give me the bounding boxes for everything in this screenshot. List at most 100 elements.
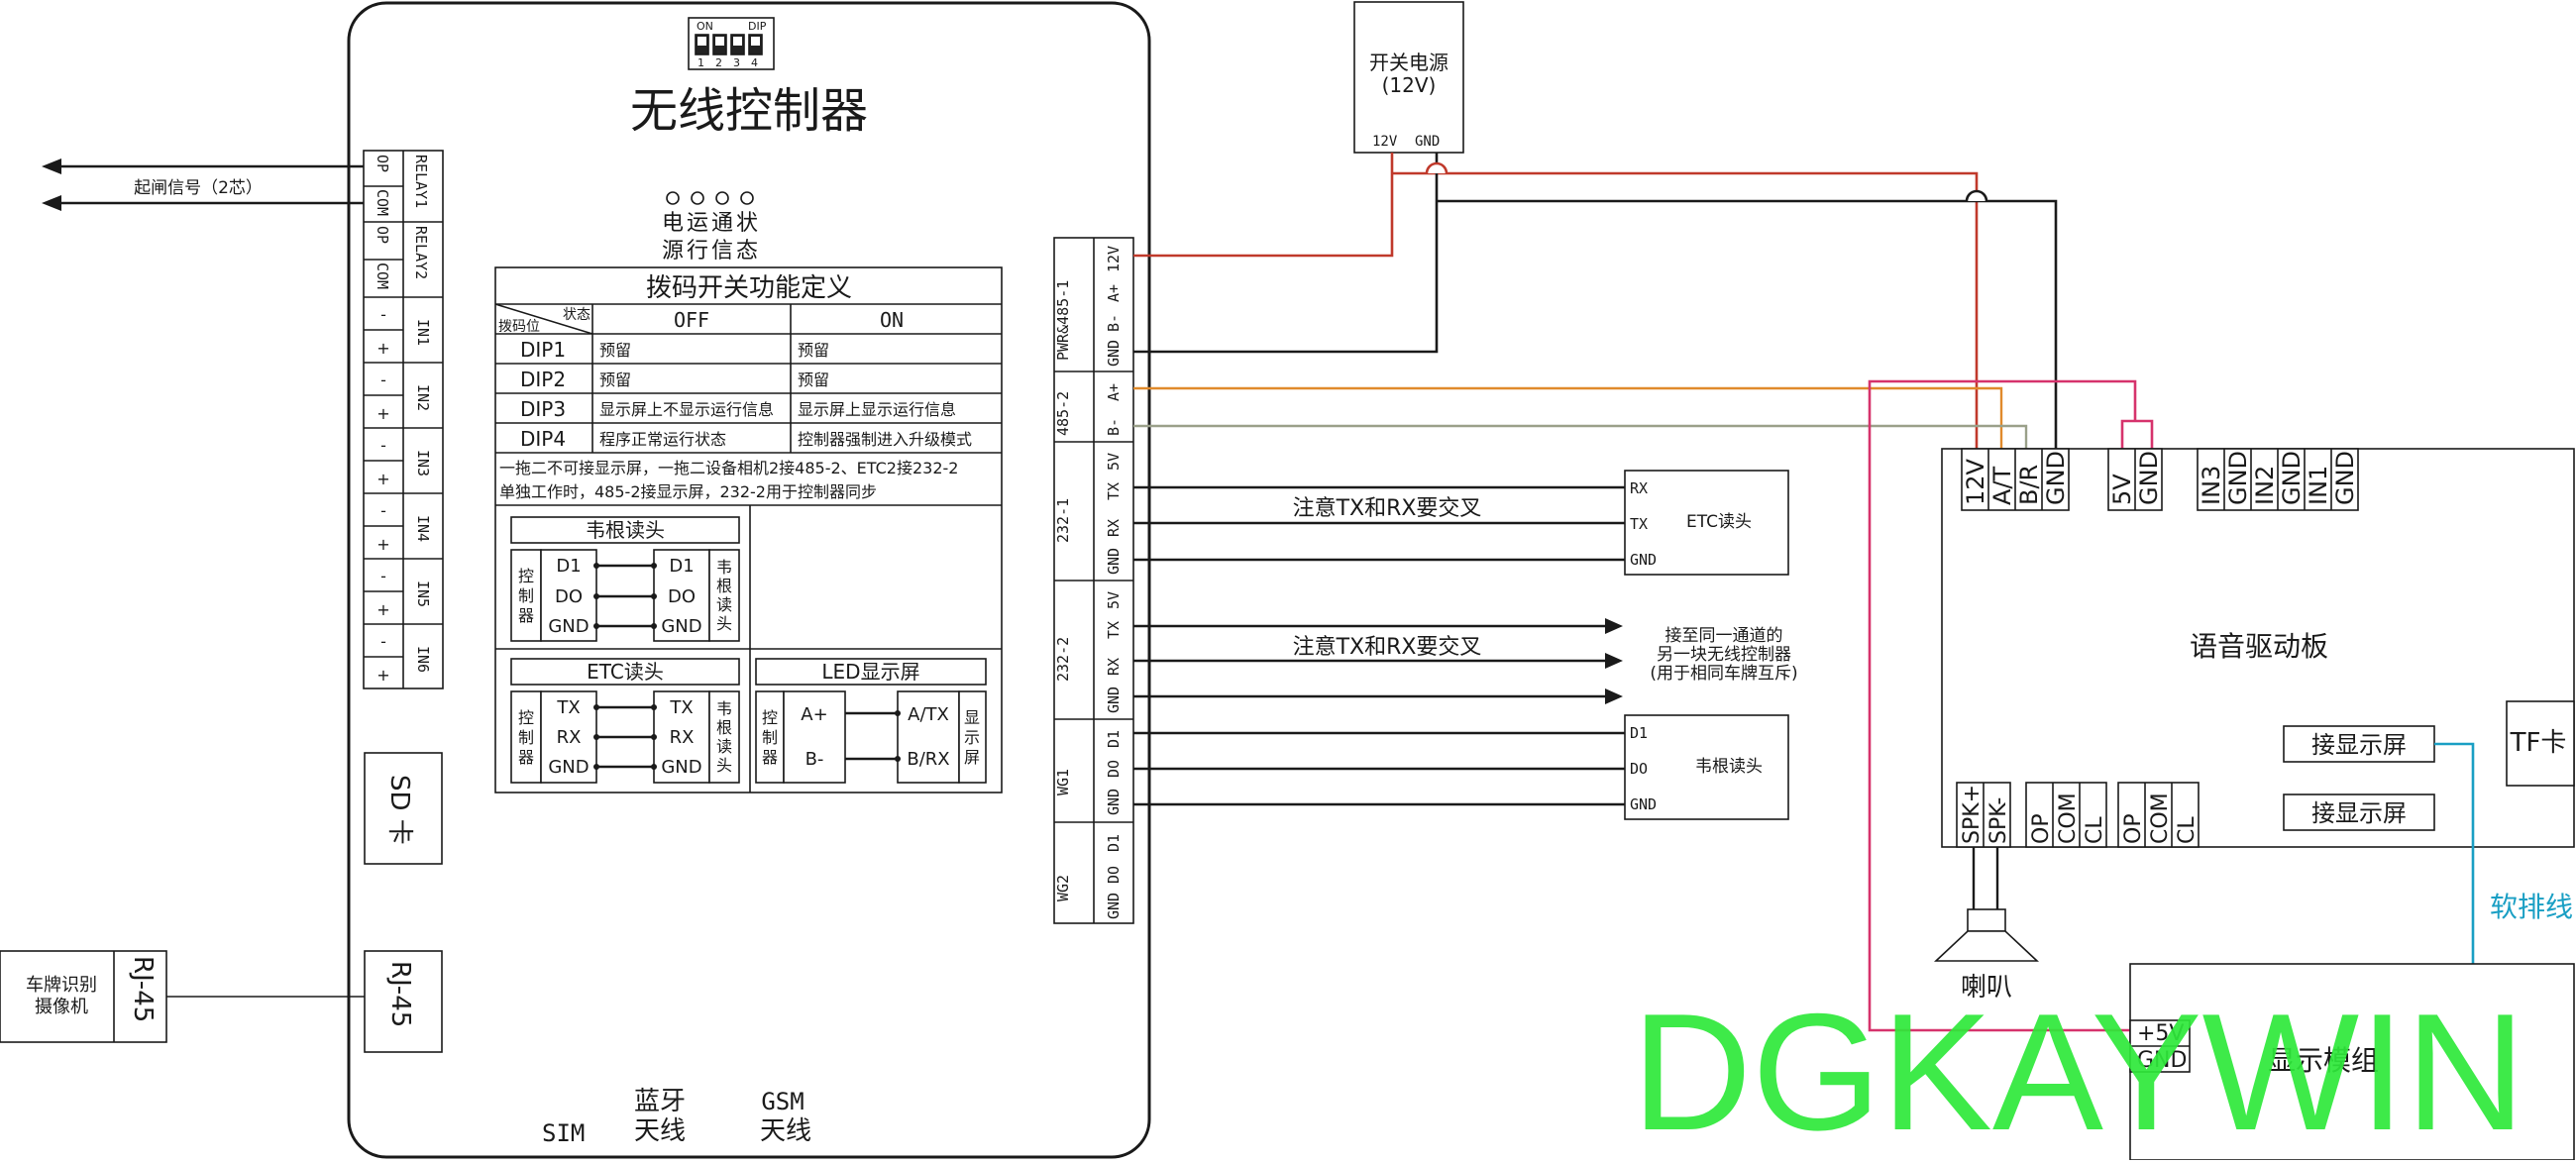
pin-do: DO xyxy=(1105,866,1123,884)
input-plus: + xyxy=(376,404,389,423)
led-pin: A/TX xyxy=(908,704,949,725)
display-module: +5V GND 显示模组 xyxy=(2129,963,2575,1161)
speaker-label: 喇叭 xyxy=(1961,973,2012,1003)
svg-text:态: 态 xyxy=(736,239,758,264)
dip-row-name: DIP2 xyxy=(520,368,566,391)
dip-row-off: 程序正常运行状态 xyxy=(599,430,726,449)
input-plus: + xyxy=(376,600,389,619)
pin-rx: RX xyxy=(1105,658,1123,676)
relay2-op: OP xyxy=(374,226,391,244)
wiegand-pin: D1 xyxy=(556,556,581,577)
power-label-2: (12V) xyxy=(1382,73,1437,97)
display-port-b-label: 接显示屏 xyxy=(2311,799,2407,827)
vb-pin: 5V xyxy=(2108,474,2136,505)
bt-label-2: 天线 xyxy=(634,1116,686,1146)
ribbon-cable xyxy=(2434,742,2475,966)
wiegand-reader-label: 韦根读头 xyxy=(716,558,732,633)
dip-row-on: 预留 xyxy=(798,341,829,360)
table-note-2: 单独工作时，485-2接显示屏，232-2用于控制器同步 xyxy=(499,482,877,501)
vb-pin: B/R xyxy=(2015,465,2043,505)
wiegand-controller-label: 控制器 xyxy=(518,567,534,625)
display-port-a-label: 接显示屏 xyxy=(2311,731,2407,759)
svg-text:信: 信 xyxy=(711,239,733,264)
pin-a: A+ xyxy=(1105,383,1123,401)
input-minus: - xyxy=(380,370,386,389)
wire-5v-loop xyxy=(2120,419,2154,451)
dip-row-on: 显示屏上显示运行信息 xyxy=(798,400,956,419)
etc-pin: GND xyxy=(661,757,701,778)
etc-reader-name: ETC读头 xyxy=(1686,512,1752,532)
wire-12v xyxy=(1133,153,1979,451)
led-example-title: LED显示屏 xyxy=(821,660,919,684)
vb-pin: IN3 xyxy=(2198,466,2225,505)
led-screen-label: 显示屏 xyxy=(964,708,980,767)
sd-card-slot xyxy=(364,752,443,865)
dip-row-on: 预留 xyxy=(798,370,829,389)
etc-reader-pin: TX xyxy=(1630,515,1648,533)
vb-pin: GND xyxy=(2042,451,2070,505)
tf-card-label: TF卡 xyxy=(2510,728,2567,758)
group-wg2: WG2 xyxy=(1054,875,1072,901)
vb-pin: GND xyxy=(2224,451,2252,505)
input-label: IN6 xyxy=(414,646,432,673)
vb-pin: A/T xyxy=(1988,466,2016,505)
input-plus: + xyxy=(376,339,389,358)
pin-a: A+ xyxy=(1105,284,1123,302)
vb-bottom-pin: COM xyxy=(2056,793,2081,844)
group-485-2: 485-2 xyxy=(1054,391,1072,436)
pin-gnd: GND xyxy=(1105,687,1123,713)
input-label: IN2 xyxy=(414,384,432,411)
dip-row-name: DIP4 xyxy=(520,427,566,451)
etc-example-title: ETC读头 xyxy=(587,660,664,684)
sim-label: SIM xyxy=(542,1119,585,1147)
left-terminal-strip: OP COM RELAY1 OP COM RELAY2 - + IN1 - + … xyxy=(363,150,444,689)
led-pin: A+ xyxy=(801,704,827,725)
watermark: DGKAYWIN xyxy=(1632,979,2525,1160)
table-corner-dip: 拨码位 xyxy=(498,319,540,335)
sync-note-3: (用于相同车牌互斥) xyxy=(1650,664,1797,684)
input-plus: + xyxy=(376,470,389,488)
vb-bottom-pin: OP xyxy=(2121,813,2146,844)
wire-gnd xyxy=(1133,153,2058,451)
led-controller-label: 控制器 xyxy=(762,708,778,767)
display-port-b xyxy=(2283,794,2435,831)
vb-bottom-pin: COM xyxy=(2148,793,2173,844)
status-leds: 电 运 通 状 源 行 信 态 xyxy=(662,191,758,264)
pin-do: DO xyxy=(1105,760,1123,778)
led-example: LED显示屏 控制器 A+ B- A/TX B/RX 显示屏 xyxy=(755,658,987,784)
wiegand-pin: D1 xyxy=(669,556,694,577)
relay1-op: OP xyxy=(374,155,391,172)
gate-signal: 起闸信号（2芯） xyxy=(42,159,364,211)
voice-board-name: 语音驱动板 xyxy=(2190,630,2328,663)
pin-tx: TX xyxy=(1105,482,1123,500)
input-label: IN5 xyxy=(414,581,432,607)
wiegand-example: 韦根读头 控制器 D1 DO GND D1 DO GND 韦根读头 xyxy=(510,516,740,642)
input-minus: - xyxy=(380,305,386,324)
led-pin: B- xyxy=(805,749,824,770)
pin-rx: RX xyxy=(1105,519,1123,537)
dip-row-name: DIP3 xyxy=(520,397,566,421)
dip-num-3: 3 xyxy=(733,56,740,69)
vb-pin: IN1 xyxy=(2305,466,2332,505)
pin-12v: 12V xyxy=(1105,246,1123,272)
led-label-comm: 通 xyxy=(711,211,733,236)
pin-tx: TX xyxy=(1105,621,1123,639)
table-col-on: ON xyxy=(880,308,904,332)
wiegand-pin: GND xyxy=(548,616,589,637)
power-12v: 12V xyxy=(1372,134,1398,150)
display-module-name: 显示模组 xyxy=(2268,1044,2379,1077)
etc-reader-label: 韦根读头 xyxy=(716,699,732,775)
group-232-2: 232-2 xyxy=(1054,637,1072,682)
camera-label-2: 摄像机 xyxy=(35,997,88,1017)
table-corner-state: 状态 xyxy=(563,307,590,323)
group-pwr485-1: PWR&485-1 xyxy=(1054,280,1072,361)
dip-row-off: 预留 xyxy=(599,370,631,389)
input-label: IN3 xyxy=(414,450,432,476)
group-232-1: 232-1 xyxy=(1054,498,1072,543)
etc-pin: RX xyxy=(557,727,582,748)
dip-row-name: DIP1 xyxy=(520,338,566,362)
etc-controller-label: 控制器 xyxy=(518,708,534,767)
vb-pin: IN2 xyxy=(2251,466,2279,505)
dip-row-off: 预留 xyxy=(599,341,631,360)
dip-num-1: 1 xyxy=(698,56,704,69)
